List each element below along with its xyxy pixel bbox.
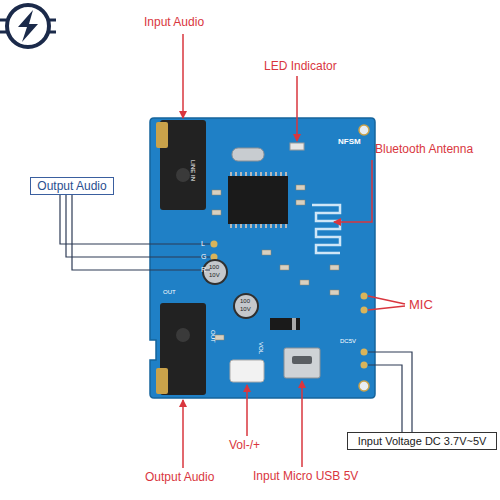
pin-name: G (201, 253, 206, 261)
capacitor-value: 100 (209, 264, 219, 271)
jack-ring (156, 122, 168, 148)
wire-leader (72, 195, 210, 270)
usb-port (284, 348, 320, 378)
callout-text: Input Voltage DC 3.7V~5V (358, 435, 487, 447)
pin-name: L (201, 240, 205, 248)
capacitor-top (235, 295, 257, 317)
callout-label: Vol-/+ (229, 439, 260, 452)
leader-lines (183, 34, 405, 468)
capacitor (233, 293, 259, 319)
callout-label: Input Micro USB 5V (253, 470, 358, 483)
mount-hole (359, 125, 369, 135)
callout-box: Output Audio (30, 177, 114, 195)
ic-pins (231, 172, 286, 228)
leader-line (296, 76, 298, 141)
logo-ring (7, 5, 49, 47)
brand-logo (0, 5, 56, 47)
ic-chip (228, 176, 288, 224)
solder-pad (361, 349, 368, 356)
logo-bolt (18, 10, 38, 42)
smd-part (330, 290, 339, 295)
capacitor-value: 10V (240, 306, 251, 313)
smd-part (212, 210, 221, 215)
smd-part (262, 250, 271, 255)
solder-pad (361, 293, 368, 300)
callout-label: Input Audio (144, 16, 204, 29)
crystal (232, 148, 264, 161)
smd-part (212, 190, 221, 195)
callout-text: Output Audio (37, 179, 106, 193)
silkscreen-text: NFSM (338, 138, 361, 147)
silkscreen-text: LINE IN (189, 160, 196, 181)
solder-pad (211, 241, 218, 248)
jack-detail (176, 168, 190, 182)
wire-leader (368, 365, 402, 432)
solder-pad (361, 362, 368, 369)
wire-leader (368, 352, 412, 432)
callout-label: Output Audio (145, 471, 214, 484)
capacitor-top (204, 261, 226, 283)
smd-part (300, 280, 309, 285)
smd-part (280, 265, 289, 270)
usb-slot (292, 356, 312, 364)
capacitor (202, 259, 228, 285)
leader-line (182, 400, 184, 468)
silkscreen-text: OUT (163, 289, 176, 296)
jack-detail (176, 328, 190, 342)
diode (270, 318, 300, 330)
smd-part (296, 200, 305, 205)
solder-pad (361, 307, 368, 314)
pin-name: R (201, 266, 206, 274)
pin-name: DC5V (340, 338, 356, 345)
smd-part (330, 265, 339, 270)
wire-leader (60, 195, 210, 244)
callout-box: Input Voltage DC 3.7V~5V (347, 432, 497, 450)
capacitor-value: 100 (240, 298, 250, 305)
leader-line (368, 306, 405, 310)
mount-hole (359, 381, 369, 391)
pcb-board (150, 118, 375, 398)
push-button (230, 360, 264, 382)
leader-line (182, 34, 184, 118)
callout-label: MIC (409, 298, 433, 312)
antenna-trace (312, 205, 340, 253)
leader-line (246, 385, 248, 436)
silkscreen-text: VOL (257, 342, 264, 354)
smd-part (215, 335, 224, 340)
smd-part (296, 185, 305, 190)
wire-leader (66, 195, 210, 257)
jack-ring (156, 368, 168, 394)
silkscreen-text: OUT (209, 330, 216, 343)
wire-leaders (60, 195, 412, 432)
led (290, 143, 304, 150)
leader-line (334, 160, 372, 222)
pcb-outline (150, 118, 375, 398)
smd-components (212, 185, 339, 340)
callout-label: LED Indicator (264, 60, 337, 73)
leader-line (301, 381, 303, 467)
callout-label: Bluetooth Antenna (375, 143, 473, 156)
capacitor-value: 10V (209, 272, 220, 279)
diode-band (292, 318, 296, 330)
leader-line (368, 296, 405, 304)
